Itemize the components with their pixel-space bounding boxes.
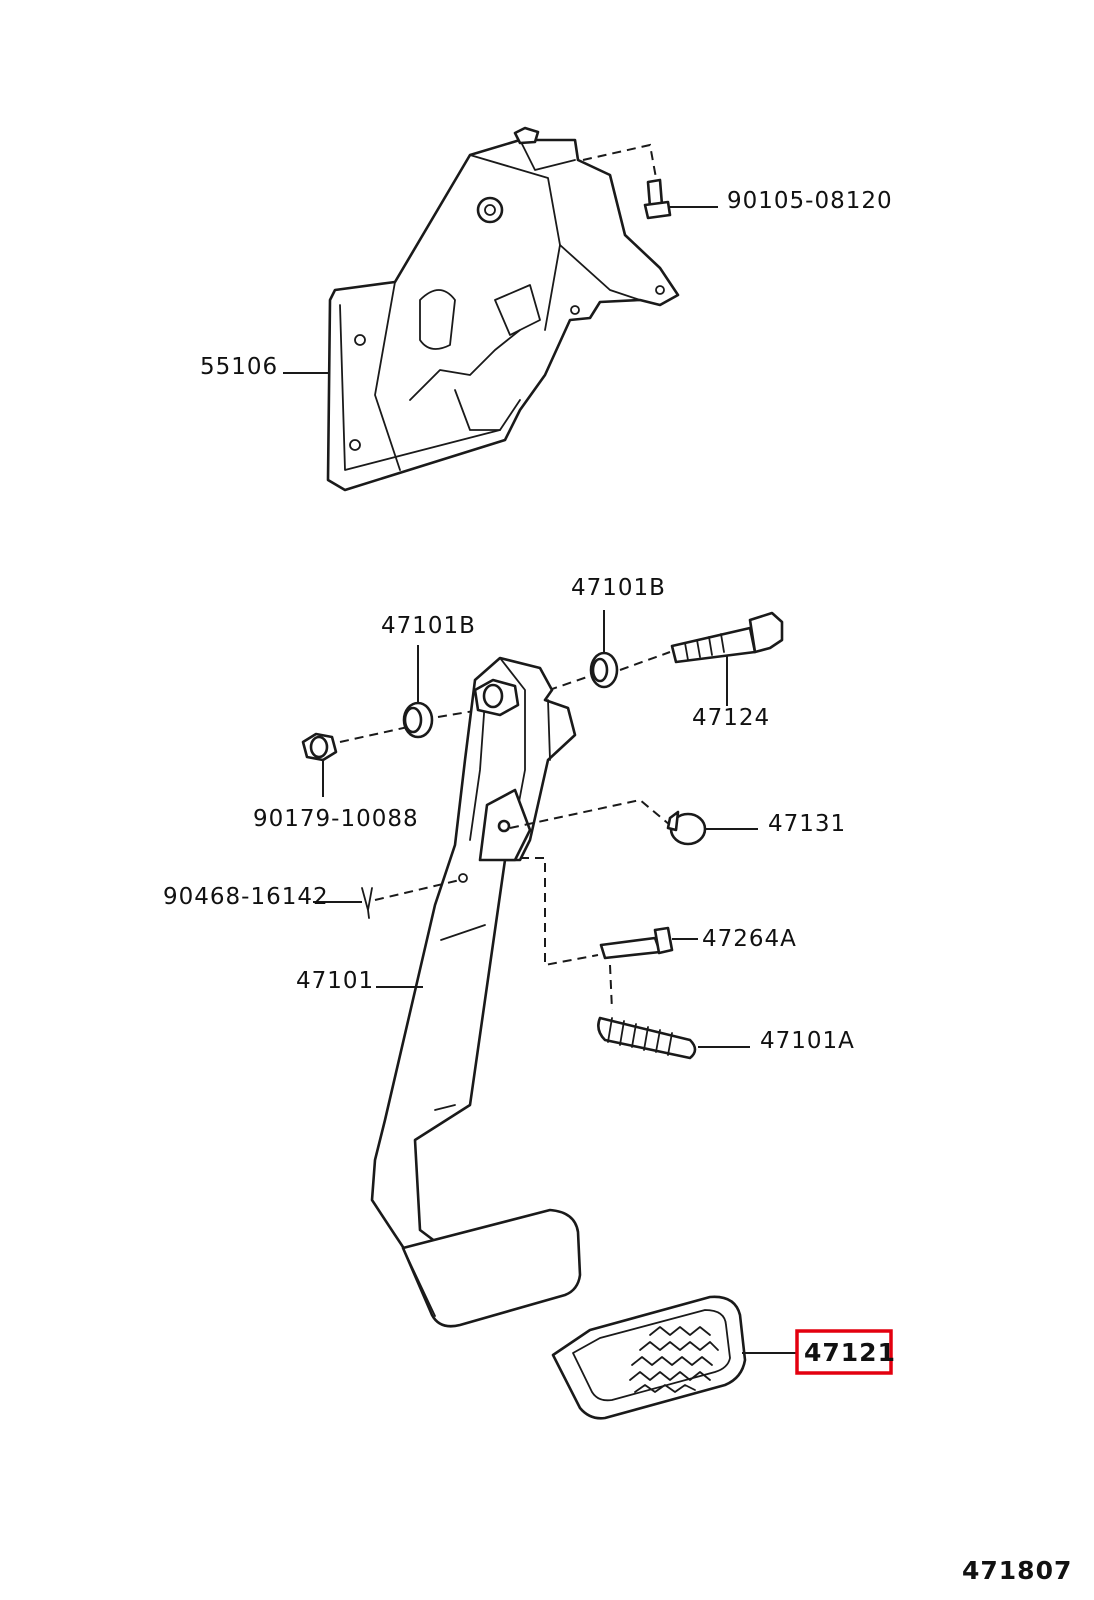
- stopper-47131-drawing: [509, 798, 758, 846]
- callout-47101B-left: 47101B: [381, 613, 476, 639]
- callout-47131: 47131: [768, 811, 846, 837]
- callout-90179-10088: 90179-10088: [253, 806, 419, 832]
- pedal-arm-drawing: [370, 656, 582, 1328]
- callout-47264A: 47264A: [702, 926, 797, 952]
- pivot-assembly-drawing: [301, 610, 784, 797]
- callout-90468-16142: 90468-16142: [163, 884, 329, 910]
- pin-and-spring-drawing: [520, 857, 750, 1060]
- callout-47101B-right: 47101B: [571, 575, 666, 601]
- pedal-pad-drawing: [551, 1295, 797, 1420]
- figure-number: 471807: [962, 1556, 1072, 1585]
- callout-47124: 47124: [692, 705, 770, 731]
- callout-47101: 47101: [296, 968, 374, 994]
- pedal-bracket-drawing: [326, 126, 680, 492]
- callout-47121-highlight-box: [795, 1329, 893, 1375]
- callout-55106: 55106: [200, 354, 278, 380]
- callout-47101A: 47101A: [760, 1028, 855, 1054]
- clip-90468-16142-drawing: [313, 879, 461, 919]
- callout-47121: 47121: [804, 1338, 896, 1367]
- callout-90105-08120: 90105-08120: [727, 188, 893, 214]
- bolt-90105-08120-drawing: [582, 143, 718, 220]
